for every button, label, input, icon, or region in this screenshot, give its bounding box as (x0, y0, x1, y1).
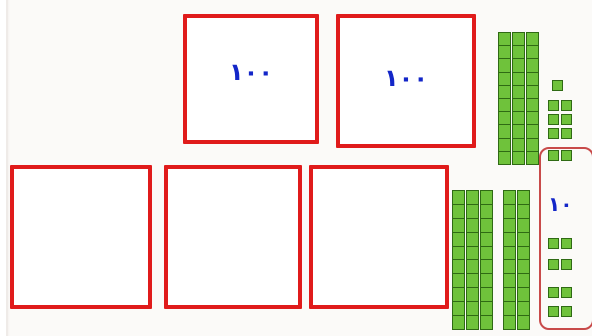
one-cube (548, 150, 559, 161)
one-cube (548, 114, 559, 125)
ten-rod (452, 190, 465, 330)
ten-rod-group-bottom (452, 190, 530, 330)
hundred-box-4 (164, 165, 302, 309)
ten-rod (466, 190, 479, 330)
ten-rod (512, 32, 525, 165)
one-cube (561, 114, 572, 125)
one-cube (561, 100, 572, 111)
one-cube (548, 238, 559, 249)
ten-group-label: ١٠ (548, 192, 572, 216)
one-cube (548, 259, 559, 270)
one-cube (561, 150, 572, 161)
one-cube (561, 128, 572, 139)
one-cube (548, 287, 559, 298)
one-cube (548, 128, 559, 139)
one-cube (561, 238, 572, 249)
one-cube (548, 306, 559, 317)
one-cube (552, 80, 563, 91)
ten-rod (526, 32, 539, 165)
ten-rod-pair-top (498, 32, 539, 165)
ten-rod (503, 190, 516, 330)
hundred-box-5 (309, 165, 449, 309)
one-cube (548, 100, 559, 111)
hundred-box-label: ١٠٠ (187, 58, 315, 86)
ten-rod (498, 32, 511, 165)
left-frame-edge (0, 0, 8, 336)
hundred-box-1: ١٠٠ (183, 14, 319, 144)
ten-rod (517, 190, 530, 330)
hundred-box-3 (10, 165, 152, 309)
one-cube (561, 287, 572, 298)
hundred-box-2: ١٠٠ (336, 14, 476, 148)
ten-rod (480, 190, 493, 330)
hundred-box-label: ١٠٠ (340, 64, 472, 92)
one-cube (561, 306, 572, 317)
one-cube (561, 259, 572, 270)
